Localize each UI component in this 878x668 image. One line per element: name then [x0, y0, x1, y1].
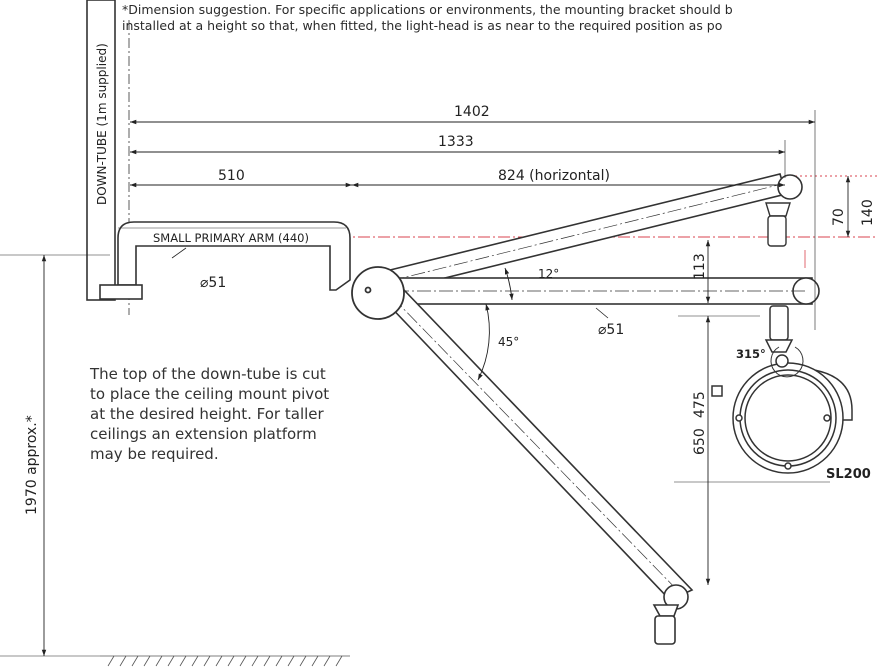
down-tube — [86, 0, 130, 315]
dim-span-to-tip: 1333 — [438, 134, 474, 150]
small-primary-arm — [99, 221, 351, 300]
floor — [100, 655, 350, 667]
dim-angle-up: 12° — [538, 267, 559, 281]
primary-arm-label: SMALL PRIMARY ARM (440) — [153, 231, 309, 245]
upper-arm-head-mount — [765, 202, 791, 247]
rotation-label: 315° — [736, 347, 766, 361]
down-tube-label: DOWN-TUBE (1m supplied) — [95, 43, 109, 205]
footnote-line-2: installed at a height so that, when fitt… — [122, 18, 723, 33]
model-label: SL200 — [826, 467, 871, 482]
down-tube-description: The top of the down-tube is cut to place… — [90, 364, 340, 464]
dim-height-total: 1970 approx.* — [24, 415, 40, 515]
primary-diameter-label: ⌀51 — [200, 275, 226, 291]
lower-arm — [382, 289, 694, 645]
dim-secondary-span: 824 (horizontal) — [498, 168, 610, 184]
description-line-2: to place the ceiling mount pivot — [90, 385, 330, 403]
dim-head-drop: 650 — [692, 428, 708, 455]
dim-primary-span: 510 — [218, 168, 245, 184]
horizontal-arm — [391, 250, 820, 305]
description-line-1: The top of the down-tube is cut — [90, 365, 326, 383]
pivot — [351, 266, 405, 320]
dim-angle-down: 45° — [498, 335, 519, 349]
dim-overall-span: 1402 — [454, 104, 490, 120]
dimension-footnote: *Dimension suggestion. For specific appl… — [122, 2, 878, 34]
primary-diameter-leader — [171, 247, 187, 259]
footnote-line-1: *Dimension suggestion. For specific appl… — [122, 2, 733, 17]
dim-head-offset: 475 — [692, 391, 708, 418]
light-head — [711, 305, 853, 474]
description-line-4: ceilings an extension platform — [90, 425, 317, 443]
description-line-5: may be required. — [90, 445, 219, 463]
dim-diameter-secondary: ⌀51 — [598, 322, 624, 338]
upper-arm — [380, 173, 803, 293]
dimension-lines — [0, 110, 851, 657]
description-line-3: at the desired height. For taller — [90, 405, 324, 423]
dim-rise: 113 — [692, 253, 708, 280]
dim-rise-tip: 70 — [831, 208, 847, 226]
dim-rise-tip-total: 140 — [860, 199, 876, 226]
